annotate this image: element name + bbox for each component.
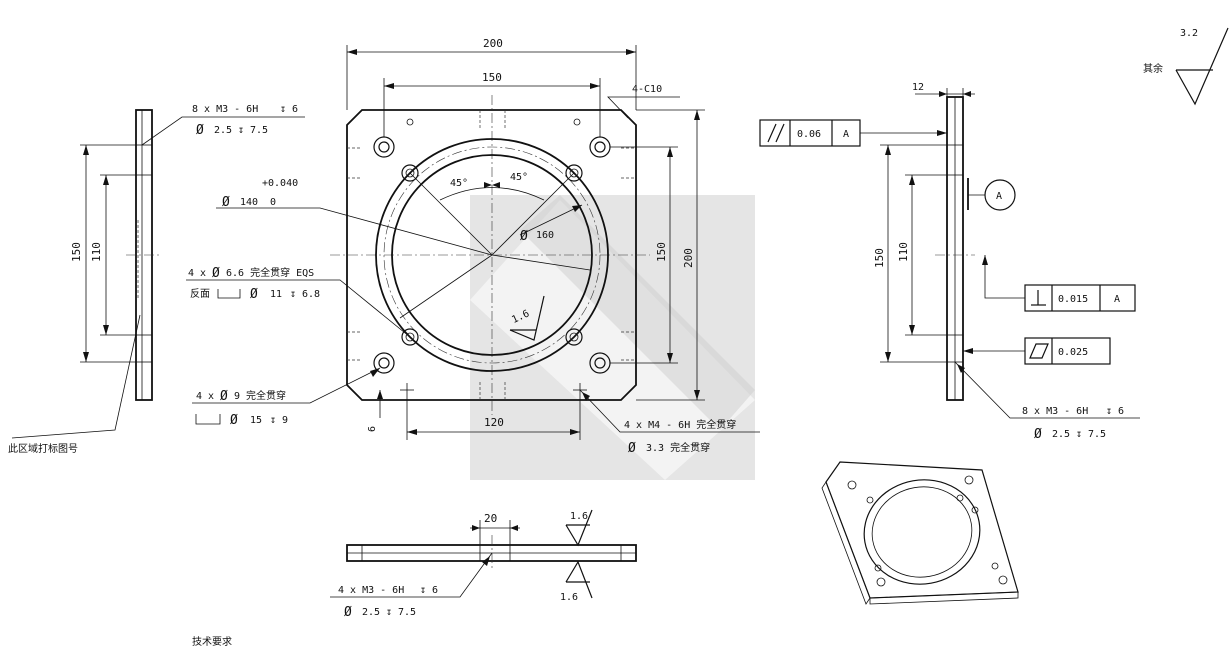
- dim-hole-spacing-side: 150: [655, 242, 668, 262]
- depth-symbol: ↧: [1106, 406, 1112, 417]
- thread-top-drill-depth: 7.5: [250, 125, 268, 136]
- ring-hole-tl: [401, 164, 419, 182]
- left-dim-inner: 110: [90, 242, 103, 262]
- bore-nominal: 140: [240, 197, 258, 208]
- datum-label: A: [996, 191, 1002, 202]
- thread-top-qty: 8 x M3 - 6H: [192, 104, 258, 115]
- corner-hole-tr: [589, 136, 611, 158]
- thread-top-drill: 2.5: [214, 125, 232, 136]
- depth-symbol: ↧: [1076, 429, 1082, 440]
- edge-threads: [347, 110, 636, 400]
- hole-callout-2-spec: 9 完全贯穿: [234, 389, 286, 402]
- right-dim-outer: 150: [873, 248, 886, 268]
- dim-thickness: 12: [912, 82, 924, 93]
- hole-callout-1-depth: 6.8: [302, 289, 320, 300]
- flat-value: 0.025: [1058, 347, 1088, 358]
- hole-callout-1-qty: 4 x: [188, 268, 206, 279]
- hole-callout-2-qty: 4 x: [196, 391, 214, 402]
- front-view: 45° 45° Ø 160 200 150 4-C10 200: [186, 37, 760, 456]
- dim-chamfer: 4-C10: [632, 84, 662, 95]
- diameter-symbol: Ø: [196, 123, 204, 138]
- isometric-view: [821, 461, 1019, 605]
- diameter-symbol: Ø: [230, 413, 238, 428]
- parallel-value: 0.06: [797, 129, 821, 140]
- thread-top-depth: 6: [292, 104, 298, 115]
- right-thread-drill-depth: 7.5: [1088, 429, 1106, 440]
- dim-bottom-spacing: 120: [484, 416, 504, 429]
- diameter-symbol: Ø: [344, 605, 352, 620]
- diameter-symbol: Ø: [520, 229, 528, 244]
- diameter-symbol: Ø: [222, 195, 230, 210]
- right-thread-qty: 8 x M3 - 6H: [1022, 406, 1088, 417]
- depth-symbol: ↧: [420, 585, 426, 596]
- bottom-thread-drill: 2.5: [362, 607, 380, 618]
- bottom-dim-width: 20: [484, 512, 497, 525]
- bottom-view: 20 1.6 1.6 4 x M3 - 6H ↧ 6 Ø 2.5 ↧ 7.5: [330, 509, 637, 620]
- general-finish-value: 3.2: [1180, 28, 1198, 39]
- right-thread-drill: 2.5: [1052, 429, 1070, 440]
- depth-symbol: ↧: [270, 415, 276, 426]
- hole-callout-1-cbore: 11: [270, 289, 282, 300]
- perp-value: 0.015: [1058, 294, 1088, 305]
- bottom-thread-drill-depth: 7.5: [398, 607, 416, 618]
- hole-callout-2-depth: 9: [282, 415, 288, 426]
- depth-symbol: ↧: [290, 289, 296, 300]
- hole-callout-1-back: 反面: [190, 288, 210, 300]
- bottom-thread-qty: 4 x M3 - 6H: [338, 585, 404, 596]
- diameter-symbol: Ø: [250, 287, 258, 302]
- face-finish-top: 1.6: [570, 511, 588, 522]
- angle-left: 45°: [450, 178, 468, 189]
- diameter-symbol: Ø: [1034, 427, 1042, 442]
- dim-hole-spacing-top: 150: [482, 71, 502, 84]
- dim-circle-diameter: 160: [536, 230, 554, 241]
- angle-right: 45°: [510, 172, 528, 183]
- mark-area-note: 此区域打标图号: [8, 442, 78, 455]
- ring-hole-bl: [401, 328, 419, 346]
- diameter-symbol: Ø: [628, 441, 636, 456]
- parallel-datum: A: [843, 129, 849, 140]
- diameter-symbol: Ø: [220, 389, 228, 404]
- hole-callout-1-spec: 6.6 完全贯穿 EQS: [226, 266, 314, 279]
- depth-symbol: ↧: [238, 125, 244, 136]
- face-finish-bottom: 1.6: [560, 592, 578, 603]
- depth-symbol: ↧: [386, 607, 392, 618]
- hole-callout-2-cbore: 15: [250, 415, 262, 426]
- right-side-view: 12 0.06 A A 0.015 A 0.025: [759, 82, 1140, 442]
- right-thread-depth: 6: [1118, 406, 1124, 417]
- general-surface-finish: 3.2 其余: [1143, 27, 1229, 106]
- dim-overall-height: 200: [682, 248, 695, 268]
- dim-edge-offset: 6: [367, 426, 378, 432]
- bore-tol-upper: +0.040: [262, 178, 298, 189]
- left-dim-outer: 150: [70, 242, 83, 262]
- bore-tol-lower: 0: [270, 197, 276, 208]
- dim-overall-width: 200: [483, 37, 503, 50]
- hole-callout-3-drill: 3.3 完全贯穿: [646, 441, 710, 454]
- diameter-symbol: Ø: [212, 266, 220, 281]
- corner-hole-tl: [373, 136, 395, 158]
- left-side-view: 150 110 此区域打标图号 8 x M3 - 6H ↧ 6 Ø 2.5 ↧ …: [8, 104, 305, 455]
- hole-callout-3-qty: 4 x M4 - 6H 完全贯穿: [624, 418, 736, 431]
- perp-datum: A: [1114, 294, 1120, 305]
- depth-symbol: ↧: [280, 104, 286, 115]
- tech-requirements-title: 技术要求: [192, 635, 232, 648]
- watermark: [470, 195, 755, 480]
- ring-hole-tr: [565, 164, 583, 182]
- ring-hole-br: [565, 328, 583, 346]
- general-finish-label: 其余: [1143, 62, 1163, 75]
- right-dim-inner: 110: [897, 242, 910, 262]
- corner-hole-bl: [373, 352, 395, 374]
- bottom-thread-depth: 6: [432, 585, 438, 596]
